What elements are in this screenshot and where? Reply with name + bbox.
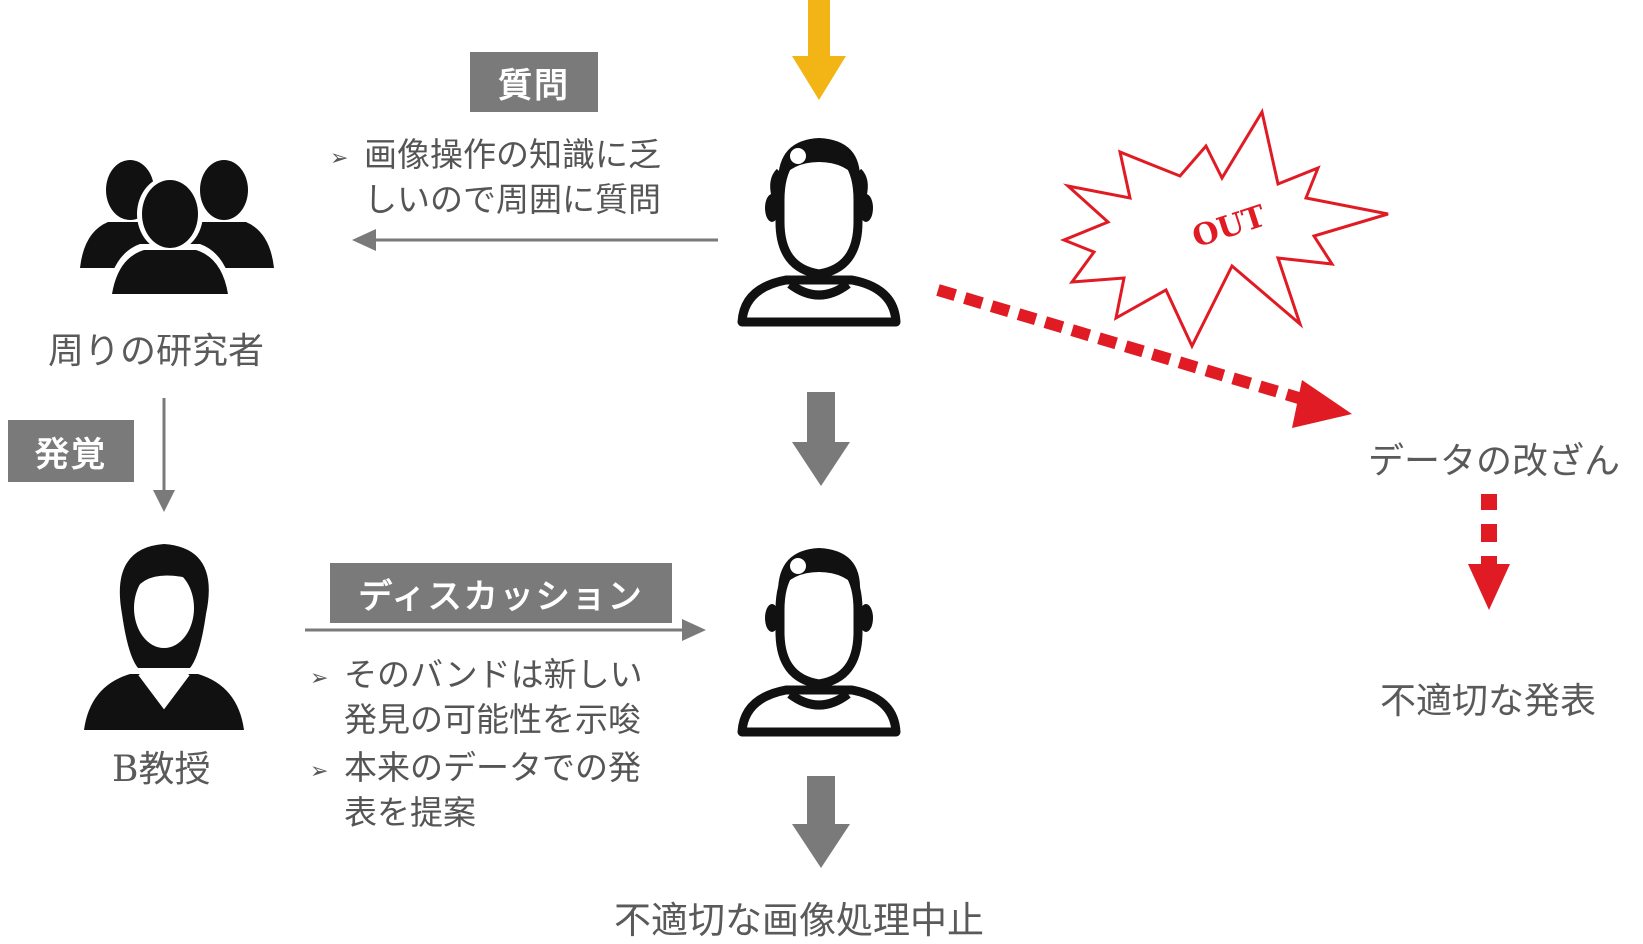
down-arrow-1 [792, 392, 850, 486]
discussion-note-2: ➢ 本来のデータでの発 表を提案 [310, 745, 641, 835]
discussion-note-2-line-1: 本来のデータでの発 [344, 748, 641, 787]
question-tag: 質問 [470, 52, 598, 112]
student-icon-cap [765, 138, 873, 222]
out-burst [1060, 108, 1389, 350]
discussion-note-1: ➢ そのバンドは新しい 発見の可能性を示唆 [310, 652, 643, 742]
tampering-arrow [936, 284, 1352, 428]
bullet-marker: ➢ [310, 666, 329, 691]
tampering-label: データの改ざん [1368, 441, 1621, 482]
discussion-arrow [305, 619, 706, 641]
researchers-group-icon [80, 160, 274, 298]
professor-label: B教授 [112, 749, 211, 790]
discussion-note-2-line-2: 表を提案 [344, 793, 476, 832]
stop-processing-label: 不適切な画像処理中止 [614, 899, 984, 942]
question-arrow [352, 229, 718, 251]
input-arrow [792, 0, 846, 100]
bullet-marker: ➢ [310, 759, 329, 784]
question-note-line-2: しいので周囲に質問 [364, 180, 661, 219]
question-note: ➢ 画像操作の知識に乏 しいので周囲に質問 [330, 132, 661, 222]
bad-presentation-label: 不適切な発表 [1380, 681, 1597, 722]
discovery-tag: 発覚 [8, 420, 134, 482]
discussion-note-1-line-2: 発見の可能性を示唆 [344, 700, 641, 739]
question-note-line-1: 画像操作の知識に乏 [364, 135, 661, 174]
discussion-note-1-line-1: そのバンドは新しい [344, 655, 643, 694]
student-icon-2 [737, 553, 901, 737]
discussion-tag: ディスカッション [330, 563, 672, 623]
student-icon [737, 143, 901, 327]
professor-icon [84, 544, 244, 730]
down-arrow-2 [792, 776, 850, 868]
student-icon-2-cap [765, 548, 873, 632]
discovery-arrow [153, 398, 175, 512]
bad-presentation-arrow [1468, 494, 1510, 610]
bullet-marker: ➢ [330, 146, 349, 171]
researchers-label: 周りの研究者 [48, 331, 265, 372]
